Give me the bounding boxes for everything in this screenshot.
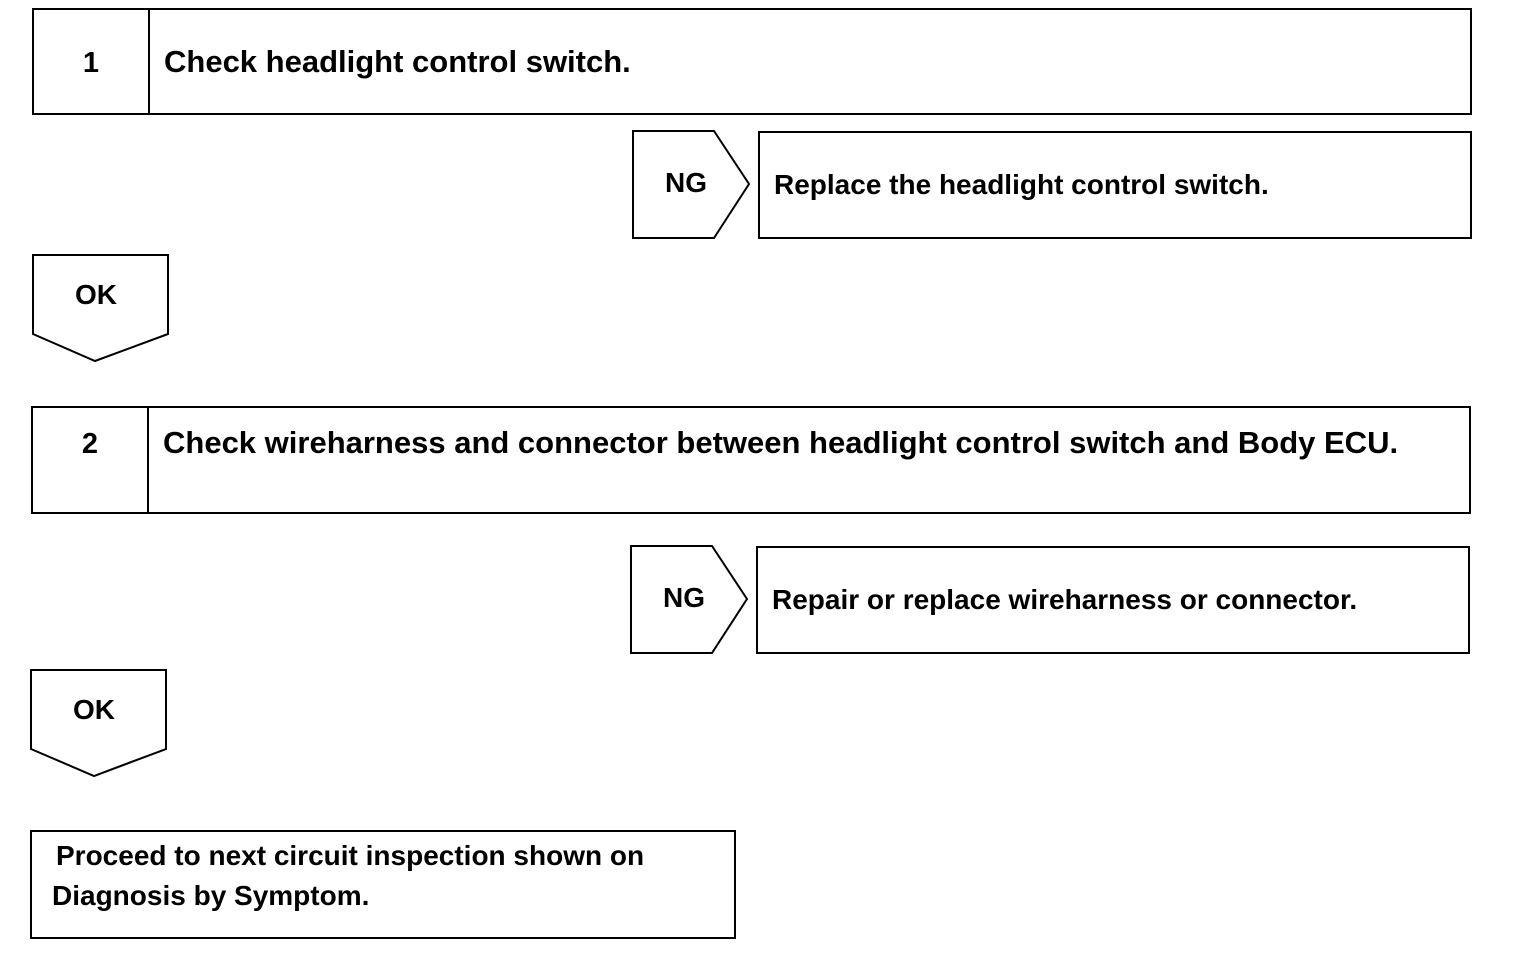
ok-1-label: OK xyxy=(75,279,117,310)
ng-1-label: NG xyxy=(665,167,707,198)
final-line-1: Proceed to next circuit inspection shown… xyxy=(56,840,645,871)
step-1-box: 1 Check headlight control switch. xyxy=(32,8,1472,115)
final-box: Proceed to next circuit inspection shown… xyxy=(30,830,736,939)
ng-1-action-box: Replace the headlight control switch. xyxy=(758,131,1472,239)
ng-2-action-box: Repair or replace wireharness or connect… xyxy=(756,546,1470,654)
ng-1-action-text: Replace the headlight control switch. xyxy=(774,169,1269,200)
step-1-text: Check headlight control switch. xyxy=(164,44,631,79)
ng-2-label: NG xyxy=(663,582,705,613)
step-1-number: 1 xyxy=(34,10,150,113)
step-2-text: Check wireharness and connector between … xyxy=(163,425,1399,460)
final-line-2: Diagnosis by Symptom. xyxy=(52,880,370,911)
step-2-box: 2 Check wireharness and connector betwee… xyxy=(31,406,1471,514)
ng-2-action-text: Repair or replace wireharness or connect… xyxy=(772,584,1358,615)
step-2-number: 2 xyxy=(33,408,149,512)
ok-2-label: OK xyxy=(73,694,115,725)
